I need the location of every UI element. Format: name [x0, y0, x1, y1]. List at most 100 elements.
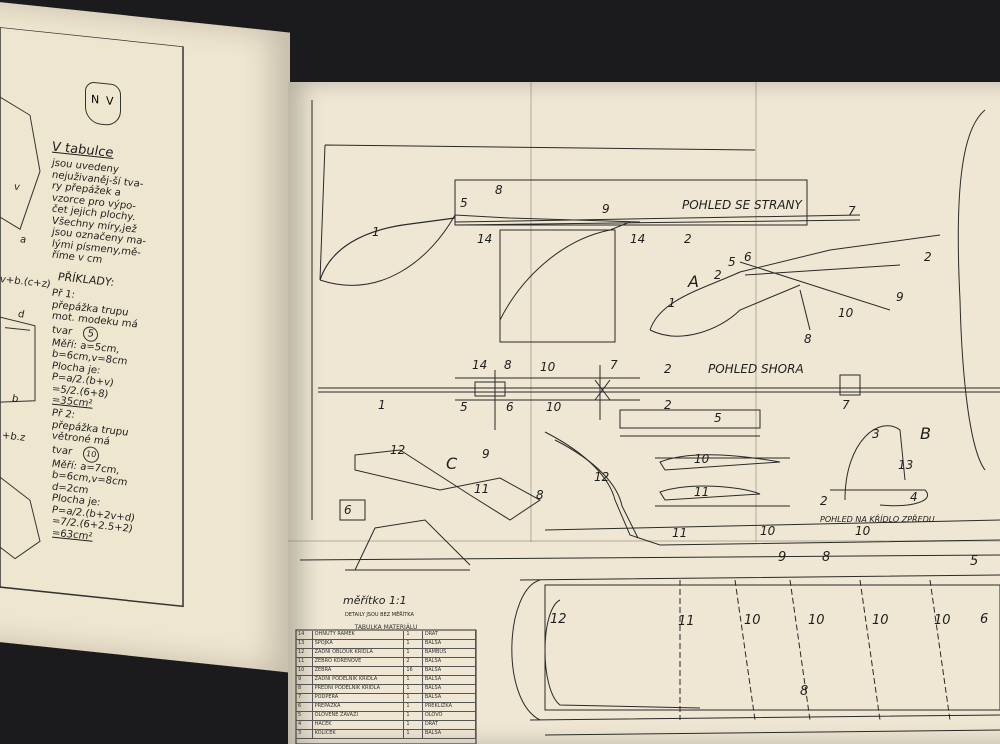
detail-c-number: 12 — [390, 443, 406, 457]
material-table-cell: KOLÍČEK — [313, 730, 405, 738]
material-table-cell: ZADNÍ OBLOUK KŘÍDLA — [313, 649, 405, 657]
material-table-cell: 1 — [404, 712, 423, 720]
detail-label-c: C — [446, 454, 458, 473]
front-view-label: POHLED NA KŘÍDLO ZPŘEDU — [820, 515, 935, 524]
material-table-cell: BALSA — [423, 658, 476, 666]
material-table-cell: OHNUTÝ RÁMEK — [313, 631, 405, 639]
top-part-number: 10 — [546, 400, 562, 414]
material-table-cell: BAMBUS — [423, 649, 476, 657]
detail-c-number: 9 — [482, 447, 490, 461]
material-table-cell: 1 — [404, 721, 423, 729]
material-table-cell: 8 — [296, 685, 313, 693]
top-part-number: 7 — [842, 398, 850, 412]
material-table-cell: PŘEPÁŽKA — [313, 703, 405, 711]
material-table-cell: BALSA — [423, 676, 476, 684]
material-table-cell: 1 — [404, 631, 423, 639]
scale-label: měřítko 1:1 — [343, 594, 407, 607]
detail-a-number: 2 — [714, 268, 722, 282]
material-table-cell: 5 — [296, 712, 313, 720]
material-table-cell: 9 — [296, 676, 313, 684]
wing-part-number: 6 — [980, 612, 989, 627]
material-table-cell: BALSA — [423, 685, 476, 693]
detail-b-number: 3 — [872, 427, 880, 441]
material-table-cell: PŘEDNÍ PODÉLNÍK KŘÍDLA — [313, 685, 405, 693]
left-page-frame — [0, 27, 184, 608]
top-view-label: POHLED SHORA — [708, 362, 804, 376]
material-table-cell: ZADNÍ PODÉLNÍK KŘÍDLA — [313, 676, 405, 684]
material-table-cell: OLOVO — [423, 712, 476, 720]
wing-part-number: 11 — [672, 526, 688, 540]
material-table-cell: 1 — [404, 703, 423, 711]
material-table-cell: 1 — [404, 640, 423, 648]
material-table-cell: 1 — [404, 730, 423, 738]
detail-c-number: 8 — [536, 488, 544, 502]
material-table-cell: ŽEBRA — [313, 667, 405, 675]
material-table-cell: BALSA — [423, 730, 476, 738]
material-table-cell: 1 — [404, 676, 423, 684]
material-table-cell: 13 — [296, 640, 313, 648]
material-table-cell: 6 — [296, 703, 313, 711]
top-part-number: 7 — [610, 358, 618, 372]
detail-b-number: 13 — [898, 458, 914, 472]
material-table-cell: 4 — [296, 721, 313, 729]
material-table-cell: 12 — [296, 649, 313, 657]
material-table-cell: 2 — [404, 658, 423, 666]
material-table-cell: ŽEBRO KOŘENOVÉ — [313, 658, 405, 666]
detail-a-number: 1 — [668, 296, 676, 310]
part-number: 2 — [684, 232, 692, 246]
scale-note: DETAILY JSOU BEZ MĚŘÍTKA — [345, 612, 414, 618]
wing-part-number: 10 — [808, 613, 825, 628]
material-table-cell: BALSA — [423, 640, 476, 648]
material-table-cell: 7 — [296, 694, 313, 702]
material-table-cell: DRÁT — [423, 721, 476, 729]
detail-label-a: A — [688, 272, 699, 291]
profile-number: 12 — [594, 470, 610, 484]
wing-part-number: 10 — [744, 613, 761, 628]
left-book-page: N V V tabulce jsou uvedeny nejuživaněj-š… — [0, 0, 290, 673]
top-part-number: 2 — [664, 398, 672, 412]
material-table-cell: BALSA — [423, 694, 476, 702]
wing-part-number: 10 — [760, 524, 776, 538]
fold-line — [755, 82, 757, 542]
wing-part-number: 12 — [550, 612, 567, 627]
part-number: 14 — [477, 232, 493, 246]
detail-a-number: 8 — [804, 332, 812, 346]
side-view-label: POHLED SE STRANY — [682, 198, 802, 212]
material-table-cell: DRÁT — [423, 631, 476, 639]
part-number: 14 — [630, 232, 646, 246]
material-table-cell: 16 — [404, 667, 423, 675]
material-table-cell: 11 — [296, 658, 313, 666]
top-part-number: 8 — [504, 358, 512, 372]
detail-a-number: 6 — [744, 250, 752, 264]
wing-part-number: 8 — [822, 550, 831, 565]
material-table-title: TABULKA MATERIÁLU — [354, 624, 418, 631]
wing-part-number: 11 — [678, 614, 695, 629]
profile-number: 11 — [694, 485, 710, 499]
material-table-cell: 1 — [404, 649, 423, 657]
fold-line — [288, 540, 1000, 542]
fold-line — [530, 82, 532, 542]
detail-a-number: 2 — [924, 250, 932, 264]
material-table-cell: SPOJKA — [313, 640, 405, 648]
wing-part-number: 10 — [872, 613, 889, 628]
material-table-cell: PREKLIŽKA — [423, 703, 476, 711]
detail-a-number: 10 — [838, 306, 854, 320]
detail-b-number: 4 — [910, 490, 918, 504]
material-table-cell: HÁČEK — [313, 721, 405, 729]
wing-part-number: 10 — [855, 524, 871, 538]
material-table-cell: 1 — [404, 694, 423, 702]
wing-part-number: 9 — [778, 550, 787, 565]
top-part-number: 5 — [460, 400, 468, 414]
top-part-number: 6 — [506, 400, 514, 414]
material-table-cell: 1 — [404, 685, 423, 693]
part-number: 7 — [848, 204, 856, 218]
